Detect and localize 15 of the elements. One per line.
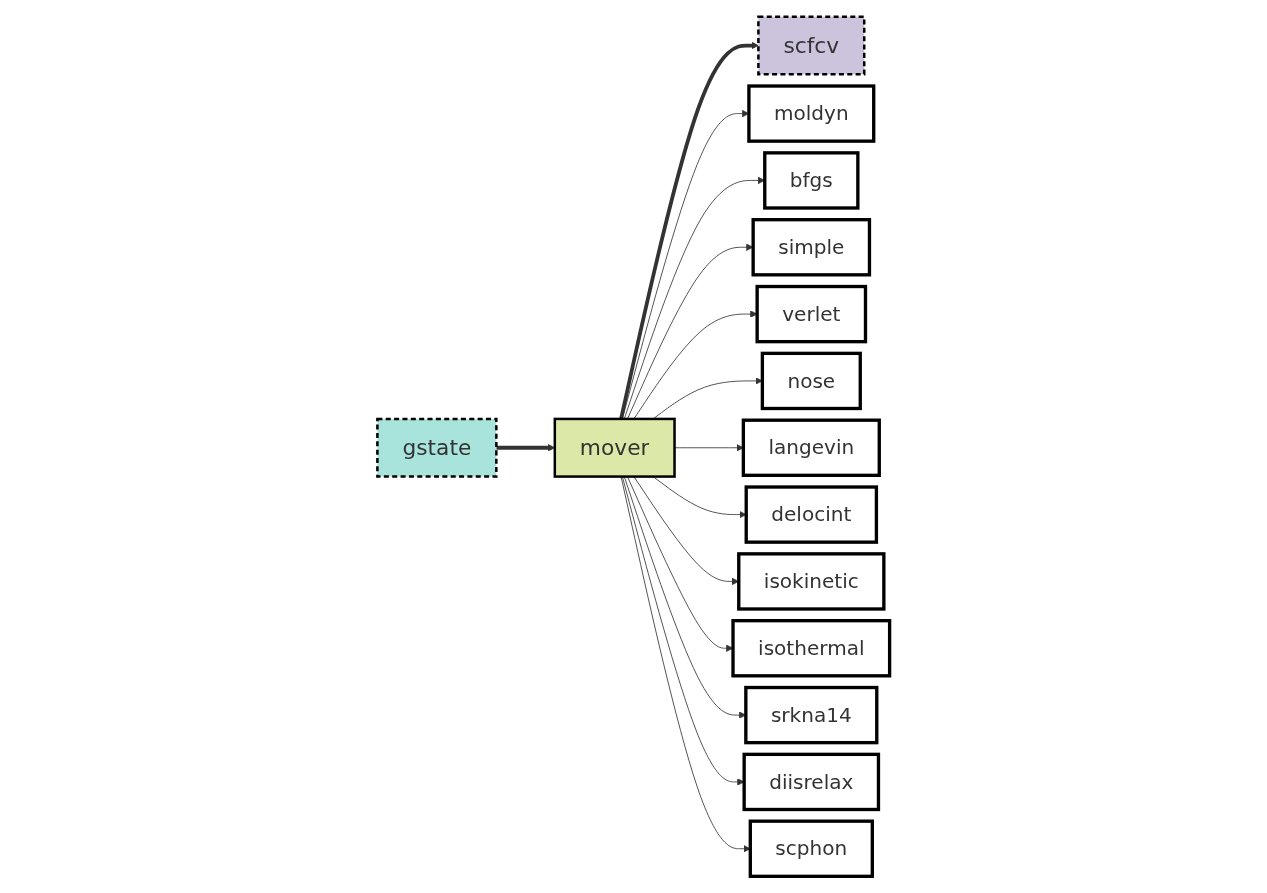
node-box: langevin (741, 418, 881, 477)
node-box: simple (751, 218, 872, 277)
node-box: moldyn (747, 84, 876, 143)
node-box: scfcv (757, 15, 866, 76)
node-box: srkna14 (744, 685, 879, 745)
node-box: mover (553, 417, 676, 478)
node-box: scphon (748, 819, 874, 878)
node-box: isokinetic (737, 552, 886, 611)
node-box: nose (760, 351, 862, 411)
node-box: bfgs (763, 151, 860, 210)
node-box: delocint (744, 485, 879, 544)
node-box: diisrelax (742, 752, 881, 812)
node-box: isothermal (731, 619, 892, 678)
node-box: verlet (755, 284, 868, 344)
node-box: gstate (376, 417, 498, 478)
